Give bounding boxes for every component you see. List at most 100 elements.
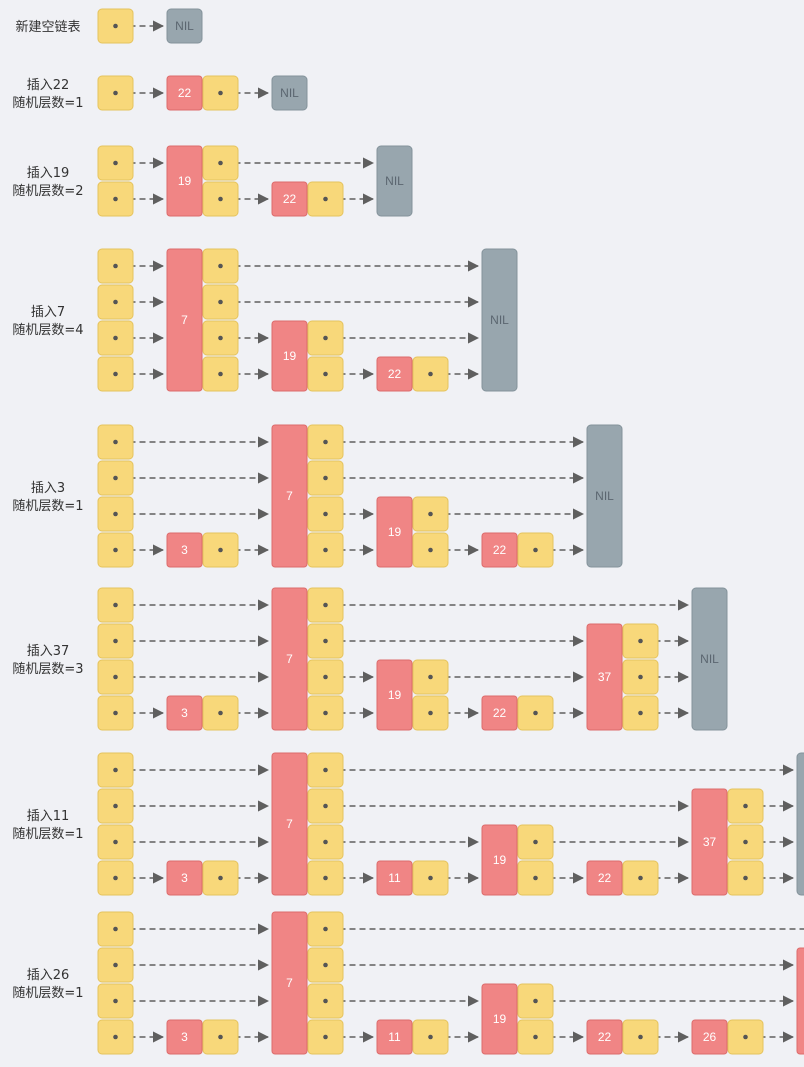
step-level-label: 随机层数=1 [12,499,83,514]
node-key: 22 [586,1019,623,1055]
node-key-box [271,181,308,217]
pointer-dot [218,90,223,96]
pointer-dot [113,926,118,932]
nil-node [166,8,203,44]
node-key-value: 22 [493,706,507,720]
pointer-dot [428,710,433,716]
pointer-dot [113,875,118,881]
pointer-dot [323,1034,328,1040]
node-key: 7 [271,587,308,731]
node-key-box [166,1019,203,1055]
pointer-dot [743,1034,748,1040]
pointer-dot [323,371,328,377]
pointer-dot [113,803,118,809]
node-key-value: 7 [286,489,293,503]
pointer-dot [533,1034,538,1040]
pointer-dot [218,371,223,377]
node-key: 22 [271,181,308,217]
pointer-dot [323,335,328,341]
pointer-dot [218,547,223,553]
node-key-box [481,695,518,731]
pointer-dot [323,511,328,517]
step-level-label: 随机层数=4 [12,323,83,338]
node-key: 19 [481,983,518,1055]
node-key-value: 22 [493,543,507,557]
pointer-dot [428,547,433,553]
step-action-label: 插入19 [27,166,70,181]
node-key: 22 [166,75,203,111]
pointer-dot [533,998,538,1004]
node-key: 22 [481,532,518,568]
node-key-value: 3 [181,706,188,720]
step-action-label: 插入3 [31,481,65,496]
node-key-box [481,983,518,1055]
node-key: 7 [271,752,308,896]
pointer-dot [323,710,328,716]
pointer-dot [113,547,118,553]
pointer-dot [428,875,433,881]
node-key-box [271,320,308,392]
nil-label: NIL [595,489,614,503]
node-key-value: 3 [181,1030,188,1044]
pointer-dot [113,1034,118,1040]
step-action-label: 插入22 [27,78,70,93]
node-key-value: 19 [178,174,192,188]
pointer-dot [323,674,328,680]
node-key: 3 [166,695,203,731]
pointer-dot [743,839,748,845]
node-key: 26 [691,1019,728,1055]
node-key-box [481,532,518,568]
pointer-dot [323,767,328,773]
node-key-value: 22 [178,86,192,100]
pointer-dot [218,1034,223,1040]
pointer-dot [218,335,223,341]
pointer-dot [428,674,433,680]
node-key-box [271,752,308,896]
node-key-box [586,860,623,896]
pointer-dot [323,638,328,644]
pointer-dot [323,439,328,445]
node-key: 19 [376,496,413,568]
pointer-dot [218,710,223,716]
nil-node [586,424,623,568]
node-key: 3 [166,532,203,568]
node-key-value: 7 [286,976,293,990]
node-key: 19 [166,145,203,217]
pointer-dot [218,196,223,202]
pointer-dot [743,803,748,809]
node-key-box [691,788,728,896]
node-key: 22 [586,860,623,896]
node-key-box [376,1019,413,1055]
nil-label: NIL [700,652,719,666]
pointer-dot [113,638,118,644]
pointer-dot [533,547,538,553]
step-action-label: 插入26 [27,968,70,983]
node-key-box [376,496,413,568]
node-key-box [271,587,308,731]
pointer-dot [113,998,118,1004]
step-level-label: 随机层数=3 [12,662,83,677]
pointer-dot [323,547,328,553]
node-key-value: 3 [181,543,188,557]
node-key-box [691,1019,728,1055]
pointer-dot [323,602,328,608]
node-key: 22 [376,356,413,392]
node-key: 37 [796,947,804,1055]
pointer-dot [113,767,118,773]
node-key: 19 [481,824,518,896]
node-key-value: 19 [388,525,402,539]
pointer-dot [533,875,538,881]
node-key-box [376,860,413,896]
node-key-value: 22 [598,871,612,885]
pointer-dot [428,1034,433,1040]
pointer-dot [218,299,223,305]
node-key-value: 19 [388,688,402,702]
pointer-dot [113,90,118,96]
node-key-value: 7 [286,652,293,666]
node-key: 7 [166,248,203,392]
node-key-value: 26 [703,1030,717,1044]
pointer-dot [113,196,118,202]
